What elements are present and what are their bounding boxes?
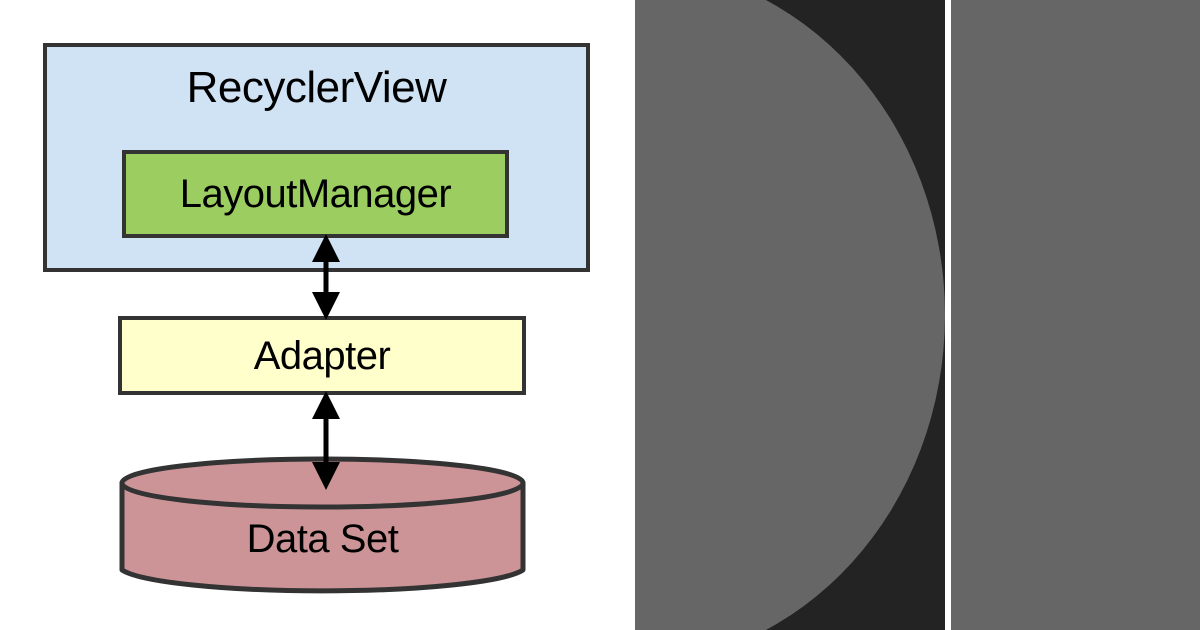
layoutmanager-label: LayoutManager [179, 172, 452, 216]
adapter-box: Adapter [118, 316, 526, 395]
recyclerview-label: RecyclerView [186, 63, 447, 112]
arrow-adapter-dataset [312, 391, 340, 490]
adapter-label: Adapter [253, 333, 391, 378]
panel-circle-right [951, 0, 1200, 630]
arrow-layoutmanager-adapter [312, 234, 340, 320]
cylinder-shape [119, 456, 526, 594]
decorative-panel-right [951, 0, 1200, 630]
panel-divider [945, 0, 951, 630]
layoutmanager-box: LayoutManager [122, 150, 509, 238]
decorative-panel-left [635, 0, 945, 630]
architecture-diagram: RecyclerView LayoutManager Adapter [43, 43, 590, 594]
panel-circle-left [635, 0, 945, 630]
